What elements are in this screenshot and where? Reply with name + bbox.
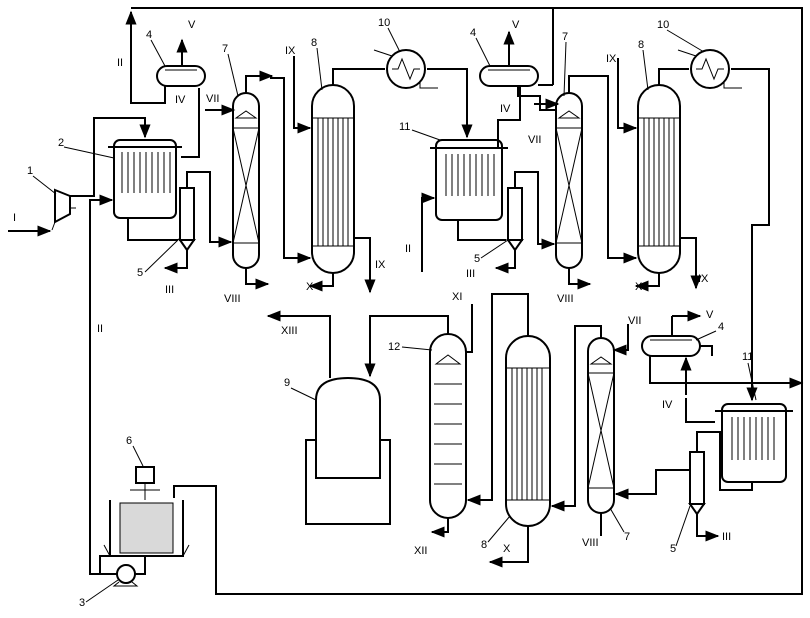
stream-V-a: V (188, 19, 196, 31)
label-8b: 8 (638, 39, 644, 51)
stream-XIII: XIII (281, 325, 298, 337)
label-1: 1 (27, 165, 33, 177)
stream-VIII-b: VIII (557, 293, 574, 305)
stream-IX-b: IX (375, 259, 386, 271)
label-8a: 8 (311, 37, 317, 49)
stream-X-b: X (635, 281, 643, 293)
label-5c: 5 (670, 543, 676, 555)
scrubber-column-7c (587, 337, 615, 514)
label-4a: 4 (146, 29, 152, 41)
label-4c: 4 (718, 321, 724, 333)
stream-X-a: X (306, 281, 314, 293)
stream-III-c: III (722, 531, 731, 543)
stream-labels: I II II II III III III IV IV IV V V V VI… (13, 19, 731, 557)
equipment-labels: 1 2 3 4 4 4 5 5 5 6 7 7 7 8 8 8 9 10 1 (27, 17, 757, 609)
stream-III-b: III (466, 268, 475, 280)
label-7c: 7 (624, 531, 630, 543)
heat-exchanger-10a (386, 49, 426, 89)
scrubber-column-7b (555, 92, 583, 269)
separator-4b (479, 65, 539, 87)
stream-VII-b: VII (528, 134, 541, 146)
label-4b: 4 (470, 27, 476, 39)
stream-X-c: X (503, 543, 511, 555)
reactor-11a (430, 139, 508, 221)
tray-column-12 (429, 333, 467, 519)
stream-V-c: V (706, 309, 714, 321)
separator-4c (641, 335, 701, 357)
label-10a: 10 (378, 17, 390, 29)
label-5b: 5 (474, 253, 480, 265)
label-11a: 11 (399, 121, 410, 133)
stream-VII-c: VII (628, 315, 641, 327)
label-2: 2 (58, 137, 64, 149)
stream-VII-a: VII (206, 93, 219, 105)
stream-XI: XI (452, 291, 462, 303)
label-7a: 7 (222, 43, 228, 55)
label-3: 3 (79, 597, 85, 609)
stream-II-mid: II (405, 243, 411, 255)
stream-XII: XII (414, 545, 427, 557)
scrubber-column-7a (232, 92, 260, 269)
separator-5a (178, 187, 196, 252)
stream-VIII-c: VIII (582, 537, 599, 549)
separator-4a (156, 65, 206, 87)
heat-exchanger-10b (690, 49, 730, 89)
exchanger-column-8b (637, 84, 681, 274)
stream-IX-c: IX (606, 53, 617, 65)
mixing-tank-6 (103, 466, 190, 557)
pump-3 (112, 564, 139, 587)
label-9: 9 (284, 377, 290, 389)
label-8c: 8 (481, 539, 487, 551)
label-6: 6 (126, 435, 132, 447)
stream-III-a: III (165, 284, 174, 296)
label-7b: 7 (562, 31, 568, 43)
reactor-2-tubes (121, 152, 171, 193)
reactor-11b (715, 403, 793, 483)
storage-tank-9 (305, 376, 391, 525)
reactor-2 (108, 139, 182, 219)
label-12: 12 (388, 341, 400, 353)
exchanger-column-8c (505, 335, 551, 527)
separator-5b (506, 187, 524, 252)
piping (8, 7, 804, 595)
stream-II-left: II (97, 323, 103, 335)
label-11b: 11 (742, 351, 753, 363)
stream-IV-b: IV (500, 103, 511, 115)
stream-II-top: II (117, 57, 123, 69)
stream-IX-d: IX (698, 273, 709, 285)
label-10b: 10 (657, 19, 669, 31)
stream-I: I (13, 212, 16, 224)
stream-VIII-a: VIII (224, 293, 241, 305)
separator-5c (688, 451, 706, 516)
stream-V-b: V (512, 19, 520, 31)
label-5a: 5 (137, 267, 143, 279)
stream-IV-c: IV (662, 399, 673, 411)
stream-IX-a: IX (285, 45, 296, 57)
exchanger-column-8a (311, 84, 355, 274)
compressor-1 (51, 188, 76, 231)
stream-IV-a: IV (175, 94, 186, 106)
